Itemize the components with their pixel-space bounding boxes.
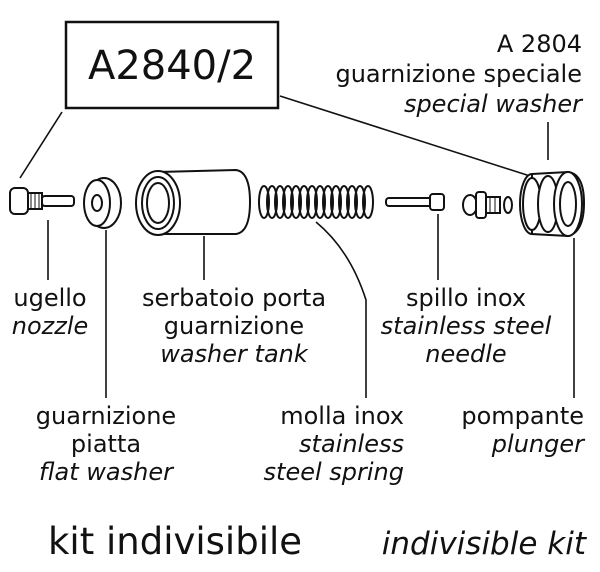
needle-label-it: spillo inox bbox=[406, 284, 526, 312]
plunger-part bbox=[519, 170, 586, 238]
leader-box-nozzle bbox=[19, 111, 63, 179]
nozzle-label-it: ugello bbox=[13, 284, 86, 312]
spring-part bbox=[258, 185, 374, 219]
tank-label-it1: serbatoio porta bbox=[142, 284, 326, 312]
nozzle-part bbox=[9, 187, 75, 215]
nozzle-label-en: nozzle bbox=[12, 312, 89, 340]
footer-kit-it: kit indivisibile bbox=[48, 520, 302, 563]
valve-part bbox=[462, 191, 513, 219]
spring-label-it: molla inox bbox=[280, 402, 404, 430]
tank-label-it2: guarnizione bbox=[164, 312, 304, 340]
needle-label-en1: stainless steel bbox=[381, 312, 552, 340]
plunger-label-en: plunger bbox=[491, 430, 586, 458]
flat-washer-part bbox=[83, 177, 122, 229]
leader-box-washer bbox=[279, 95, 531, 177]
footer-kit-en: indivisible kit bbox=[382, 526, 588, 562]
flat-washer-label-it1: guarnizione bbox=[36, 402, 176, 430]
leader-spring bbox=[315, 221, 367, 398]
needle-part bbox=[385, 193, 445, 211]
special-washer-en: special washer bbox=[404, 90, 584, 118]
flat-washer-label-en: flat washer bbox=[39, 458, 175, 486]
flat-washer-label-it2: piatta bbox=[71, 430, 141, 458]
plunger-label-it: pompante bbox=[461, 402, 584, 430]
kit-code: A2840/2 bbox=[88, 43, 256, 89]
tank-label-en: washer tank bbox=[160, 340, 309, 368]
spring-label-en2: steel spring bbox=[264, 458, 404, 486]
code-box bbox=[64, 20, 280, 110]
special-washer-code: A 2804 bbox=[497, 30, 582, 58]
spring-label-en1: stainless bbox=[299, 430, 404, 458]
special-washer-it: guarnizione speciale bbox=[335, 60, 582, 88]
washer-tank-part bbox=[135, 168, 252, 236]
needle-label-en2: needle bbox=[425, 340, 506, 368]
